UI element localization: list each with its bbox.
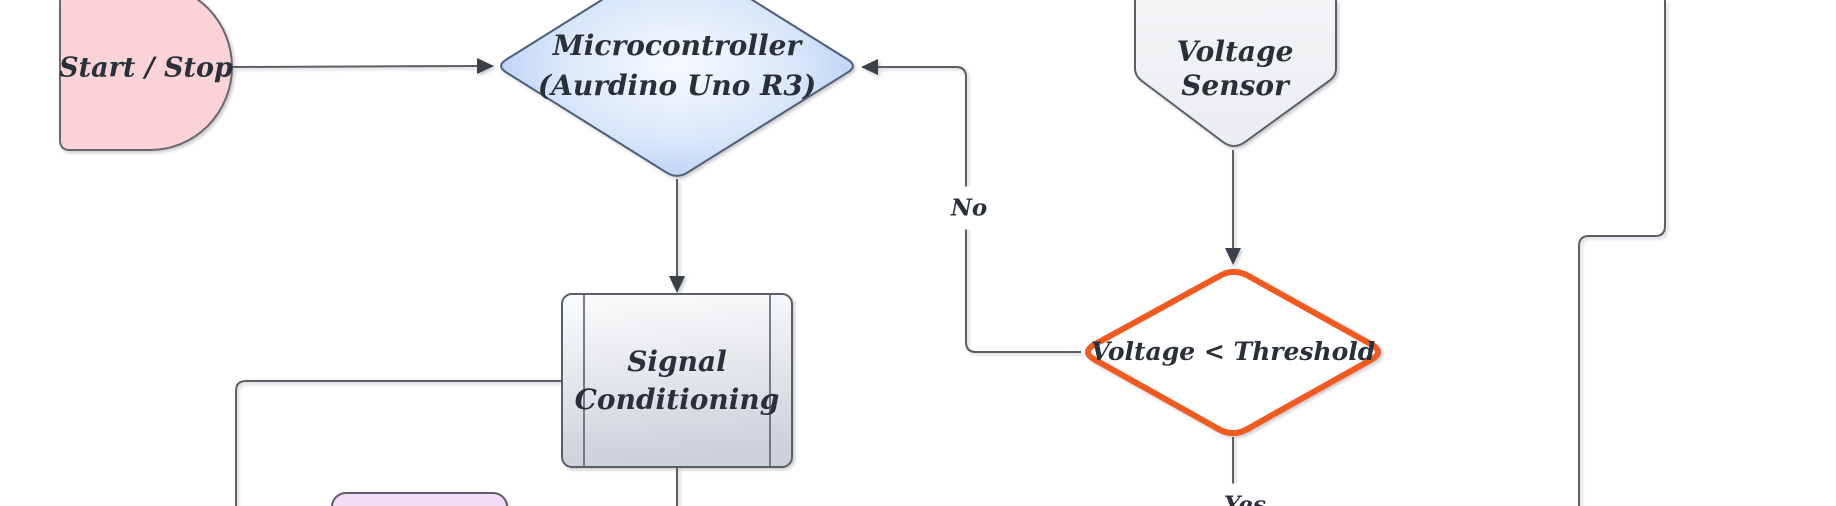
arrowhead-into-microcontroller-left-icon [477,58,494,74]
voltage-threshold-diamond[interactable] [1085,268,1381,437]
connector-right-offpage[interactable] [1578,0,1666,506]
microcontroller-diamond[interactable] [500,0,854,177]
voltage-sensor-label: Voltage Sensor [1176,35,1294,102]
connector-start-to-microcontroller[interactable] [231,65,480,68]
signal-conditioning-shape[interactable] [561,293,793,468]
microcontroller-label: Microcontroller (Aurdino Uno R3) [537,29,817,102]
arrowhead-into-microcontroller-right-icon [861,59,878,75]
partial-bottom-node[interactable] [331,492,508,506]
start-stop-label: Start / Stop [59,52,233,84]
edge-label-no: No [945,186,993,230]
signal-conditioning-label: Signal Conditioning [574,345,780,416]
arrowhead-into-signal-icon [669,276,685,293]
connector-signal-left-down[interactable] [235,380,562,506]
voltage-sensor-shape[interactable] [1134,0,1337,147]
start-stop-shape[interactable] [59,0,233,151]
edge-label-yes: Yes [1218,483,1272,506]
voltage-threshold-label: Voltage < Threshold [1090,336,1376,366]
arrowhead-into-threshold-icon [1225,248,1241,265]
